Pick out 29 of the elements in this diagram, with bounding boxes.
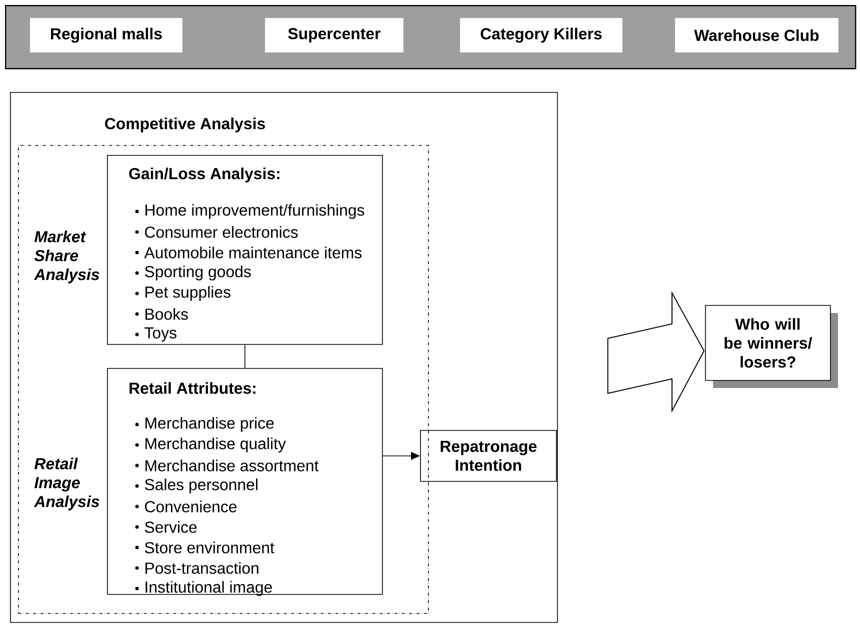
side-label: Retail Image Analysis [34,458,100,510]
bullet-item: Merchandise assortment [135,460,319,472]
bullet-item: Sales personnel [135,478,258,494]
bullet-item: Automobile maintenance items [135,246,362,258]
bullet-item: Consumer electronics [135,226,298,238]
bullet-item: Home improvement/furnishings [135,204,364,219]
bullet-item: Institutional image [135,581,272,596]
connector [244,344,246,368]
bullet-item: Merchandise quality [135,438,286,452]
bullet-item: Books [135,308,188,320]
process-box: Repatronage Intention [420,430,557,482]
frame-heading: Competitive Analysis [105,118,265,132]
bullet-item: Pet supplies [135,286,230,301]
bullet-item: Convenience [135,500,237,512]
bullet-item: Toys [135,327,176,342]
result-box: Who will be winners/ losers? [705,305,831,381]
bullet-item: Sporting goods [135,266,251,280]
box-heading: Retail Attributes: [130,382,256,394]
category-box: Supercenter [265,18,404,52]
bullet-item: Service [135,521,197,533]
box-heading: Gain/Loss Analysis: [129,168,280,182]
bullet-item: Merchandise price [135,417,274,432]
category-box: Category Killers [460,18,622,52]
bullet-item: Post-transaction [135,562,258,574]
side-label: Market Share Analysis [34,230,100,284]
category-box: Regional malls [30,18,182,52]
block-arrow [607,290,705,413]
bullet-item: Store environment [135,542,274,554]
category-box: Warehouse Club [675,18,838,52]
